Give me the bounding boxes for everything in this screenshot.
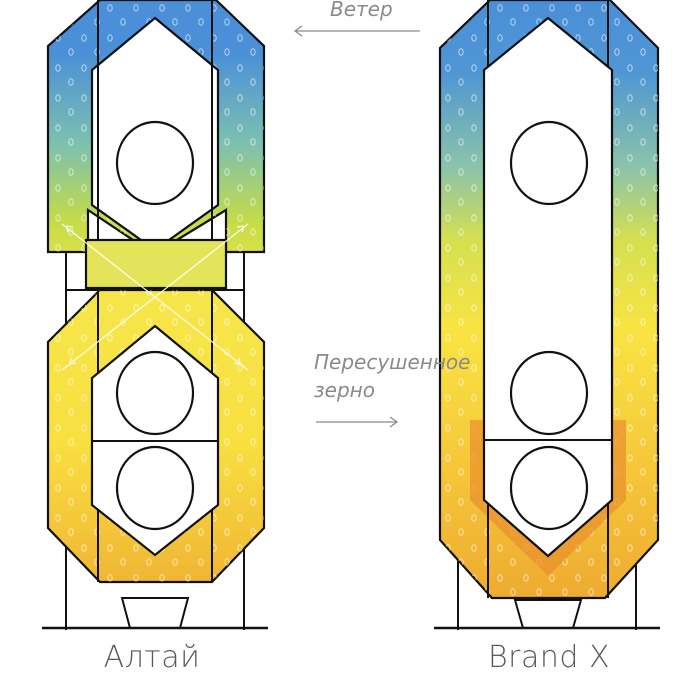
right-bottom-outlet-2 bbox=[509, 445, 589, 531]
left-dryer bbox=[42, 0, 268, 630]
wind-label: Ветер bbox=[330, 0, 393, 21]
dried-grain-arrow bbox=[316, 416, 399, 428]
right-bottom-outlet-1 bbox=[509, 350, 589, 436]
wind-arrow bbox=[293, 25, 420, 37]
overdried-zone bbox=[470, 420, 626, 576]
left-bottom-outlet-1 bbox=[115, 350, 195, 436]
left-top-outlet bbox=[115, 120, 195, 206]
left-support-frame bbox=[42, 240, 268, 630]
left-airflow-arrows bbox=[61, 223, 249, 371]
dried-grain-label-line1: Пересушенное bbox=[314, 350, 471, 374]
left-middle-connector bbox=[84, 238, 228, 290]
dried-grain-label-line2: зерно bbox=[314, 378, 375, 402]
right-dryer bbox=[434, 0, 660, 630]
right-dryer-label: Brand X bbox=[487, 640, 610, 675]
right-support-frame bbox=[434, 520, 660, 630]
left-dryer-label: Алтай bbox=[103, 640, 201, 675]
right-top-outlet bbox=[509, 120, 589, 206]
left-bottom-outlet-2 bbox=[115, 445, 195, 531]
